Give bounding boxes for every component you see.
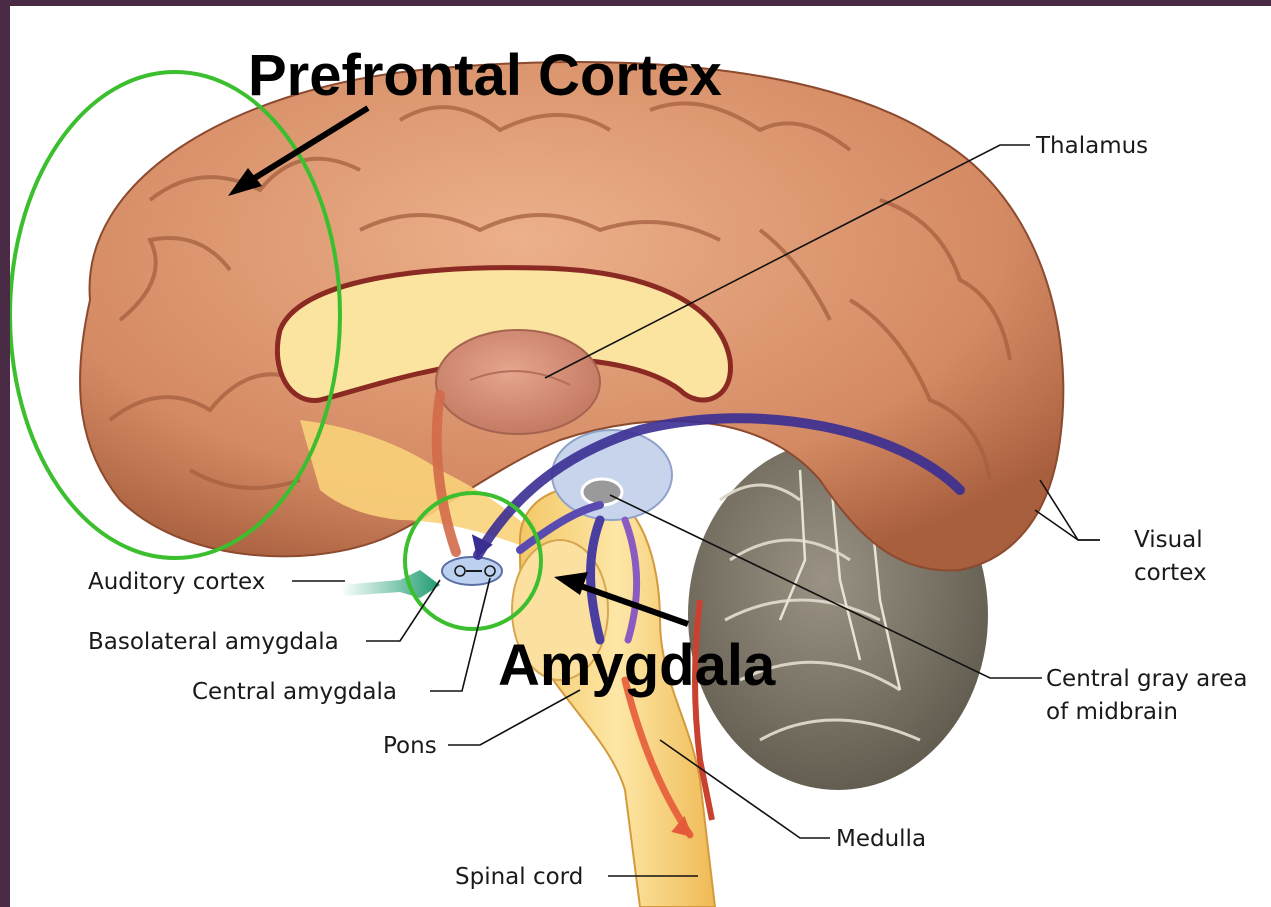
amygdala-nuclei <box>442 557 502 585</box>
amygdala-annotation: Amygdala <box>498 633 776 698</box>
label-thalamus: Thalamus <box>1035 133 1148 159</box>
label-central-gray-1: Central gray area <box>1046 666 1247 692</box>
label-auditory-cortex: Auditory cortex <box>88 569 265 595</box>
label-visual-cortex-2: cortex <box>1134 560 1207 586</box>
thalamus <box>436 330 600 434</box>
label-basolateral-amygdala: Basolateral amygdala <box>88 629 339 655</box>
auditory-pathway-arrow <box>340 570 440 598</box>
brain-diagram: Prefrontal Cortex Amygdala Thalamus Visu… <box>10 6 1271 907</box>
label-central-amygdala: Central amygdala <box>192 679 397 705</box>
label-central-gray-2: of midbrain <box>1046 699 1178 725</box>
prefrontal-cortex-annotation: Prefrontal Cortex <box>248 43 722 108</box>
label-spinal-cord: Spinal cord <box>455 864 583 890</box>
diagram-frame: Prefrontal Cortex Amygdala Thalamus Visu… <box>10 6 1271 907</box>
label-pons: Pons <box>383 733 437 759</box>
label-medulla: Medulla <box>836 826 926 852</box>
label-visual-cortex-1: Visual <box>1134 527 1203 553</box>
